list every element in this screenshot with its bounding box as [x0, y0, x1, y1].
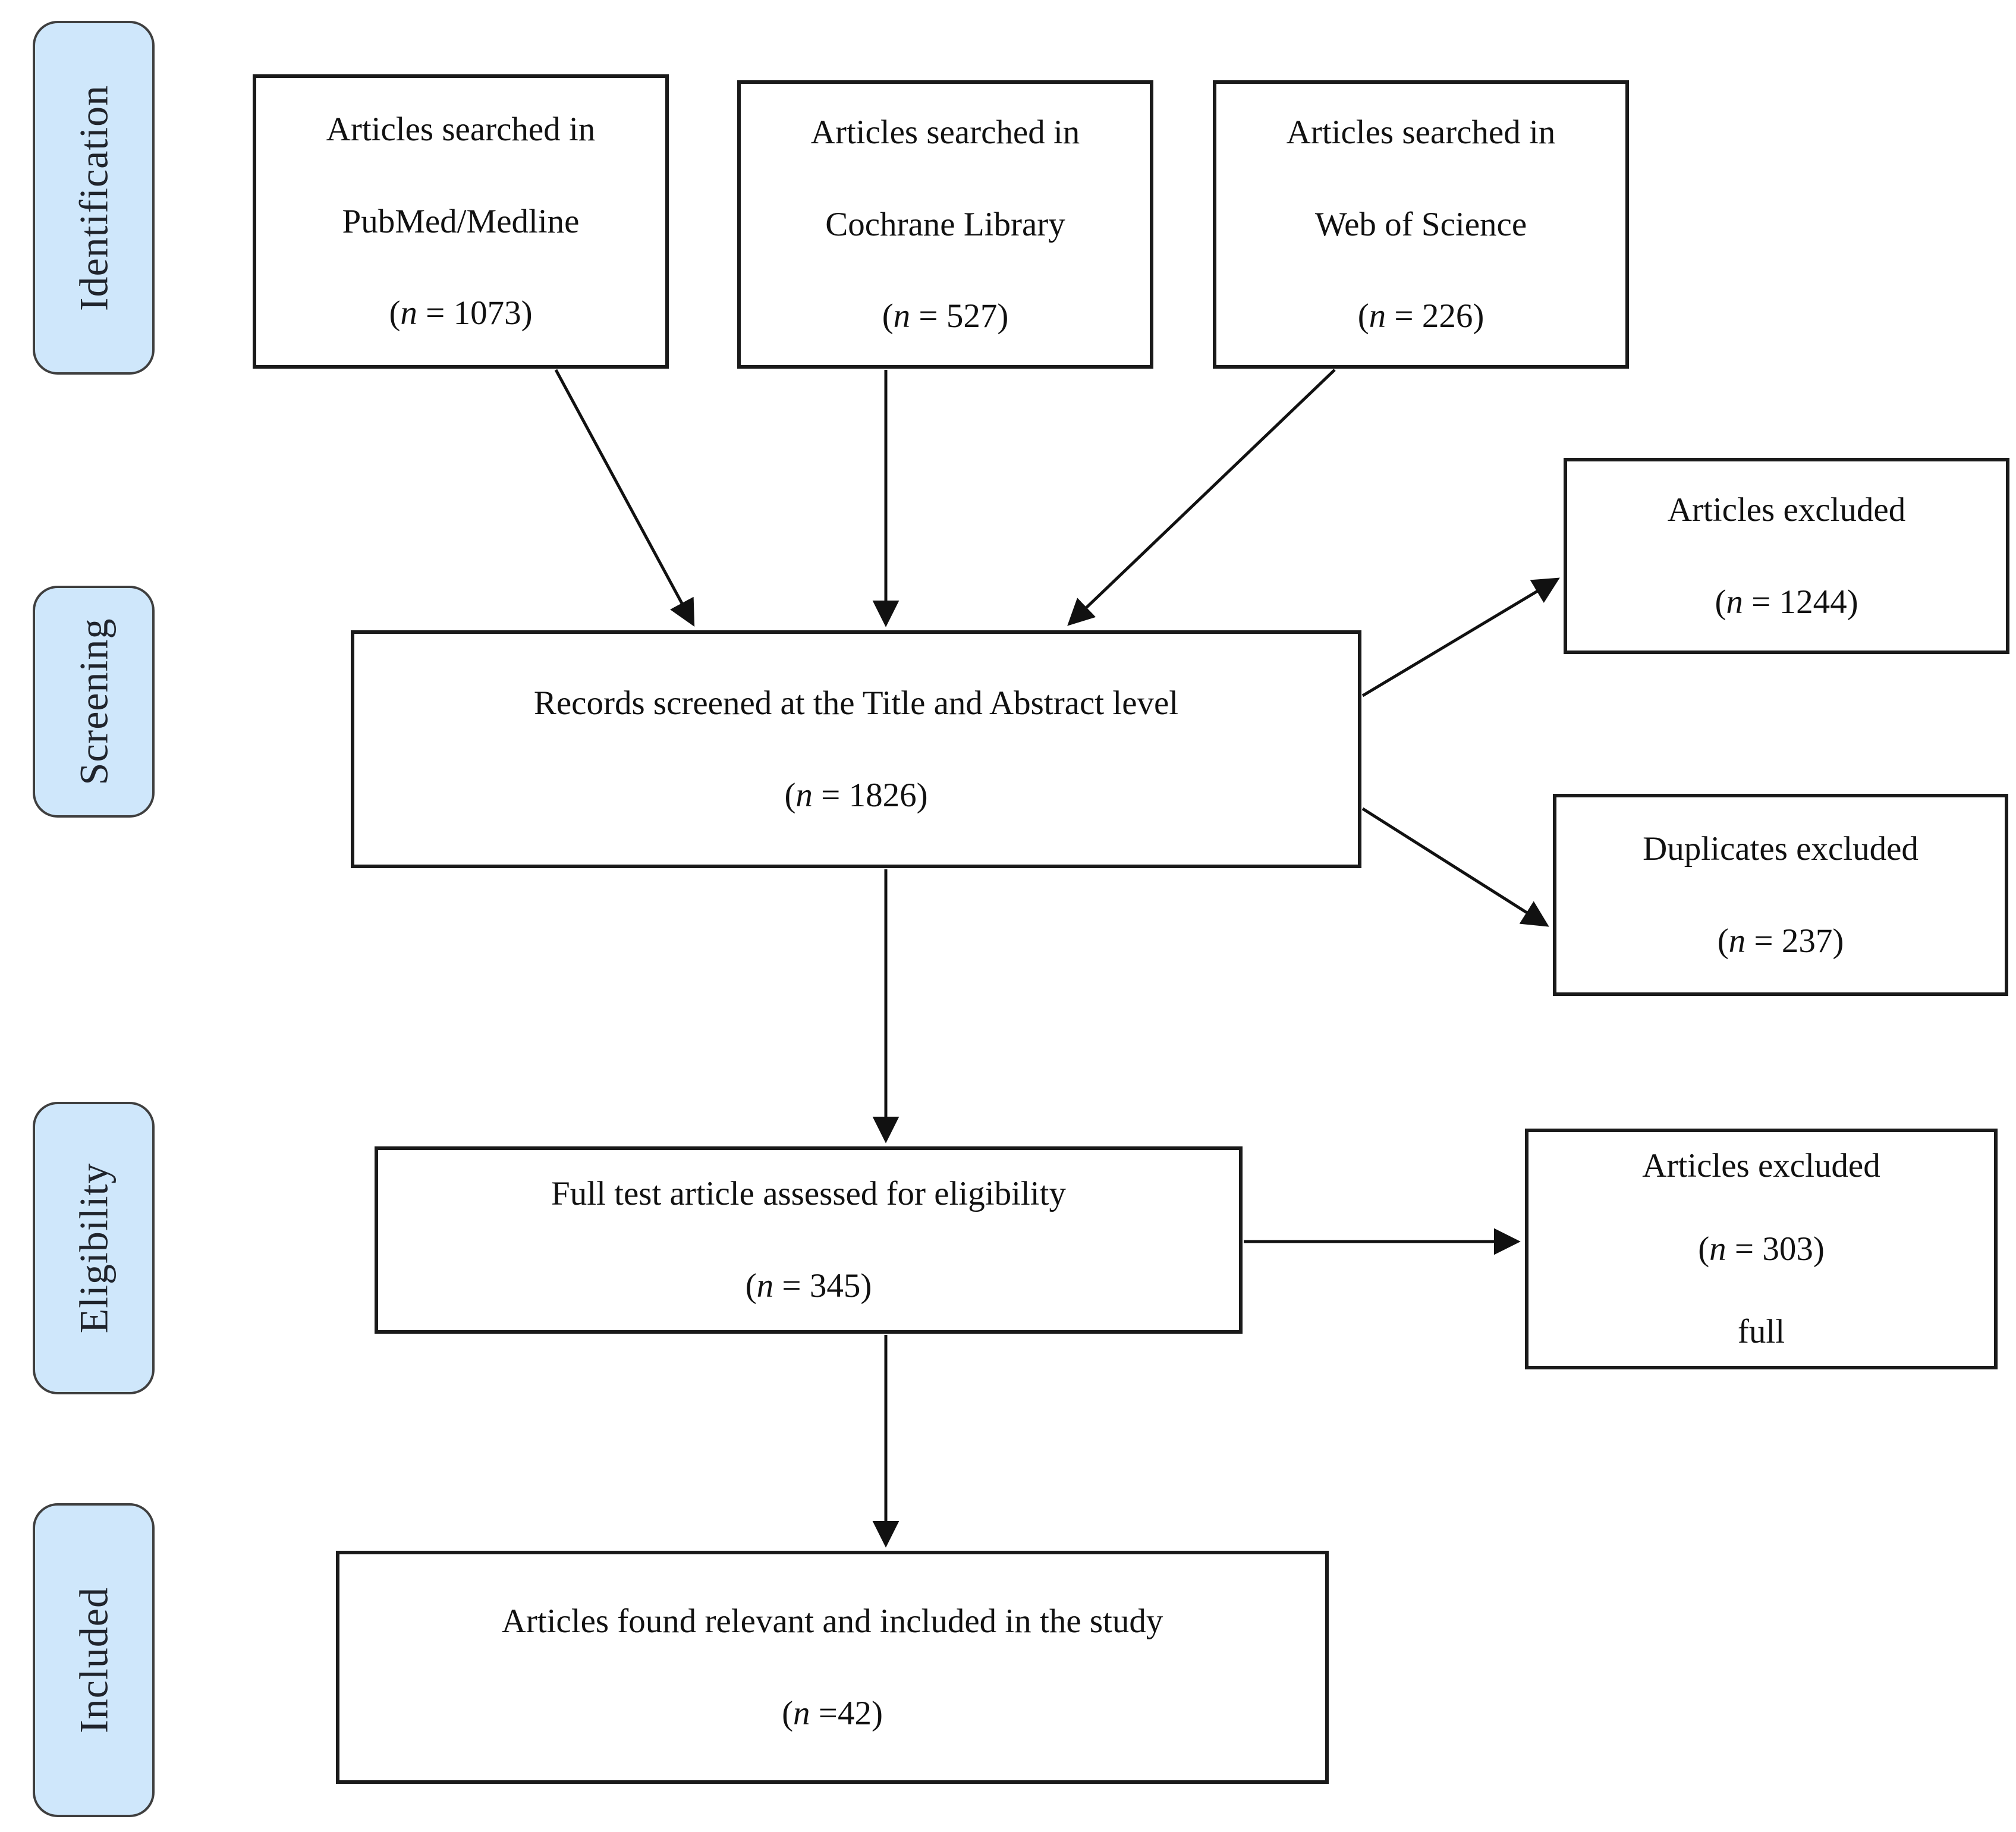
box-excluded-ta-count: (n = 1244)	[1715, 583, 1858, 621]
box-articles-excluded-title-abstract: Articles excluded (n = 1244)	[1564, 458, 2009, 654]
stage-label-included-text: Included	[71, 1587, 116, 1733]
stage-label-eligibility-text: Eligibility	[71, 1162, 116, 1334]
box-records-screened: Records screened at the Title and Abstra…	[351, 630, 1361, 868]
box-articles-included: Articles found relevant and included in …	[336, 1551, 1329, 1784]
box-excluded-ta-line1: Articles excluded	[1667, 491, 1906, 529]
box-wos-count: (n = 226)	[1357, 297, 1485, 335]
box-articles-excluded-fulltext: Articles excluded (n = 303) full	[1525, 1129, 1998, 1369]
box-pubmed-line1: Articles searched in	[326, 110, 596, 148]
box-screened-line1: Records screened at the Title and Abstra…	[533, 684, 1179, 722]
box-pubmed-count: (n = 1073)	[389, 294, 533, 332]
stage-label-included: Included	[33, 1503, 155, 1817]
box-excluded-full-line1: Articles excluded	[1642, 1146, 1880, 1184]
stage-label-eligibility: Eligibility	[33, 1102, 155, 1394]
box-articles-searched-web-of-science: Articles searched in Web of Science (n =…	[1213, 80, 1629, 369]
box-included-count: (n =42)	[782, 1694, 883, 1732]
box-wos-line1: Articles searched in	[1286, 113, 1556, 151]
box-pubmed-line2: PubMed/Medline	[342, 202, 580, 240]
box-cochrane-line2: Cochrane Library	[825, 205, 1065, 243]
box-excluded-full-line3: full	[1737, 1313, 1785, 1351]
stage-label-identification: Identification	[33, 21, 155, 375]
stage-label-identification-text: Identification	[71, 84, 116, 311]
arrow-wos-to-screened	[1067, 369, 1336, 626]
box-fulltext-assessed: Full test article assessed for eligibili…	[375, 1146, 1243, 1334]
box-excluded-full-count: (n = 303)	[1698, 1230, 1825, 1268]
box-included-line1: Articles found relevant and included in …	[501, 1602, 1163, 1640]
box-duplicates-excluded: Duplicates excluded (n = 237)	[1553, 794, 2008, 996]
arrow-pubmed-to-screened	[554, 369, 695, 627]
arrow-screened-to-duplicates	[1361, 807, 1549, 927]
box-duplicates-count: (n = 237)	[1717, 922, 1844, 960]
stage-label-screening: Screening	[33, 586, 155, 818]
box-articles-searched-cochrane: Articles searched in Cochrane Library (n…	[737, 80, 1153, 369]
box-duplicates-line1: Duplicates excluded	[1643, 829, 1918, 868]
box-fulltext-count: (n = 345)	[745, 1267, 872, 1305]
box-cochrane-line1: Articles searched in	[810, 113, 1080, 151]
box-articles-searched-pubmed: Articles searched in PubMed/Medline (n =…	[253, 74, 669, 369]
box-fulltext-line1: Full test article assessed for eligibili…	[551, 1175, 1066, 1213]
box-cochrane-count: (n = 527)	[882, 297, 1009, 335]
stage-label-screening-text: Screening	[71, 618, 116, 785]
box-wos-line2: Web of Science	[1314, 205, 1527, 243]
box-screened-count: (n = 1826)	[784, 776, 928, 814]
arrow-screened-to-excluded	[1361, 577, 1560, 697]
